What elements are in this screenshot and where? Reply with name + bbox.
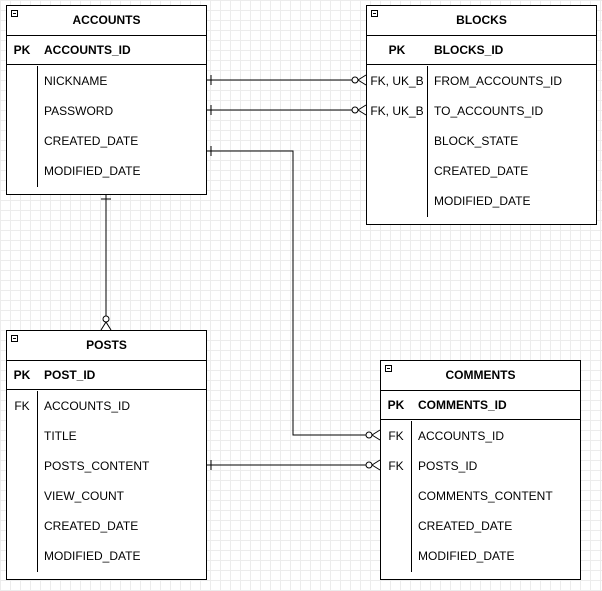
relationship-accounts-posts — [100, 195, 112, 331]
field-row[interactable]: CREATED_DATE — [367, 156, 596, 186]
field-name: VIEW_COUNT — [44, 489, 125, 503]
key-label — [367, 126, 427, 156]
field-row[interactable]: MODIFIED_DATE — [7, 541, 206, 571]
field-row[interactable]: FK ACCOUNTS_ID — [381, 421, 580, 451]
field-name: BLOCK_STATE — [434, 134, 519, 148]
field-name: POSTS_ID — [418, 459, 478, 473]
relationship-accounts-blocks-from — [207, 74, 367, 86]
field-name: FROM_ACCOUNTS_ID — [434, 74, 563, 88]
field-name: POSTS_CONTENT — [44, 459, 150, 473]
collapse-icon[interactable] — [385, 365, 392, 372]
primary-key-row[interactable]: PK POST_ID — [7, 360, 206, 390]
entity-blocks[interactable]: BLOCKS PK BLOCKS_ID FK, UK_B FROM_ACCOUN… — [366, 5, 597, 225]
field-name: MODIFIED_DATE — [44, 164, 141, 178]
entity-posts[interactable]: POSTS PK POST_ID FK ACCOUNTS_ID TITLE PO… — [6, 330, 207, 580]
field-name: CREATED_DATE — [434, 164, 529, 178]
field-row[interactable]: CREATED_DATE — [7, 511, 206, 541]
key-label: PK — [387, 398, 405, 412]
field-name: COMMENTS_CONTENT — [418, 489, 553, 503]
relationship-accounts-comments — [207, 146, 381, 441]
field-name: ACCOUNTS_ID — [44, 43, 131, 57]
entity-title: COMMENTS — [445, 368, 516, 382]
key-divider — [37, 391, 38, 572]
key-label — [7, 156, 37, 186]
primary-key-row[interactable]: PK BLOCKS_ID — [367, 35, 596, 65]
entity-title: ACCOUNTS — [72, 13, 141, 27]
key-label — [7, 126, 37, 156]
entity-title: BLOCKS — [456, 13, 507, 27]
field-row[interactable]: FK POSTS_ID — [381, 451, 580, 481]
field-name: TO_ACCOUNTS_ID — [434, 104, 544, 118]
field-name: PASSWORD — [44, 104, 114, 118]
field-row[interactable]: NICKNAME — [7, 66, 206, 96]
key-label — [367, 186, 427, 216]
field-row[interactable]: CREATED_DATE — [381, 511, 580, 541]
collapse-icon[interactable] — [11, 335, 18, 342]
primary-key-row[interactable]: PK ACCOUNTS_ID — [7, 35, 206, 65]
key-label — [7, 421, 37, 451]
field-row[interactable]: FK, UK_B TO_ACCOUNTS_ID — [367, 96, 596, 126]
key-label: PK — [13, 43, 31, 57]
field-row[interactable]: TITLE — [7, 421, 206, 451]
key-label — [7, 96, 37, 126]
field-row[interactable]: FK, UK_B FROM_ACCOUNTS_ID — [367, 66, 596, 96]
key-divider — [427, 66, 428, 217]
field-name: MODIFIED_DATE — [418, 549, 515, 563]
field-name: ACCOUNTS_ID — [44, 399, 131, 413]
field-row[interactable]: MODIFIED_DATE — [7, 156, 206, 186]
field-row[interactable]: MODIFIED_DATE — [367, 186, 596, 216]
field-name: CREATED_DATE — [44, 134, 139, 148]
field-name: TITLE — [44, 429, 77, 443]
field-name: NICKNAME — [44, 74, 108, 88]
collapse-icon[interactable] — [371, 10, 378, 17]
key-label: PK — [388, 43, 406, 57]
key-label: FK, UK_B — [370, 104, 424, 118]
key-label — [7, 481, 37, 511]
key-label — [367, 156, 427, 186]
field-row[interactable]: PASSWORD — [7, 96, 206, 126]
entity-title: POSTS — [86, 338, 127, 352]
entity-accounts[interactable]: ACCOUNTS PK ACCOUNTS_ID NICKNAME PASSWOR… — [6, 5, 207, 195]
field-row[interactable]: COMMENTS_CONTENT — [381, 481, 580, 511]
field-row[interactable]: FK ACCOUNTS_ID — [7, 391, 206, 421]
key-label: FK, UK_B — [370, 74, 424, 88]
key-label — [7, 511, 37, 541]
key-label — [7, 66, 37, 96]
key-label — [7, 451, 37, 481]
field-name: POST_ID — [44, 368, 96, 382]
field-name: MODIFIED_DATE — [44, 549, 141, 563]
field-name: ACCOUNTS_ID — [418, 429, 505, 443]
key-label: FK — [14, 399, 30, 413]
key-label — [7, 541, 37, 571]
field-name: CREATED_DATE — [418, 519, 513, 533]
primary-key-row[interactable]: PK COMMENTS_ID — [381, 390, 580, 420]
key-label — [381, 511, 411, 541]
field-row[interactable]: MODIFIED_DATE — [381, 541, 580, 571]
entity-comments[interactable]: COMMENTS PK COMMENTS_ID FK ACCOUNTS_ID F… — [380, 360, 581, 580]
field-name: MODIFIED_DATE — [434, 194, 531, 208]
collapse-icon[interactable] — [11, 10, 18, 17]
field-name: BLOCKS_ID — [434, 43, 504, 57]
field-row[interactable]: POSTS_CONTENT — [7, 451, 206, 481]
field-row[interactable]: CREATED_DATE — [7, 126, 206, 156]
key-divider — [411, 421, 412, 572]
relationship-accounts-blocks-to — [207, 104, 367, 116]
key-label: FK — [388, 429, 404, 443]
field-row[interactable]: BLOCK_STATE — [367, 126, 596, 156]
relationship-posts-comments — [207, 459, 381, 471]
field-name: COMMENTS_ID — [418, 398, 507, 412]
key-label: FK — [388, 459, 404, 473]
key-label — [381, 481, 411, 511]
key-label — [381, 541, 411, 571]
field-row[interactable]: VIEW_COUNT — [7, 481, 206, 511]
key-label: PK — [13, 368, 31, 382]
key-divider — [37, 66, 38, 187]
field-name: CREATED_DATE — [44, 519, 139, 533]
